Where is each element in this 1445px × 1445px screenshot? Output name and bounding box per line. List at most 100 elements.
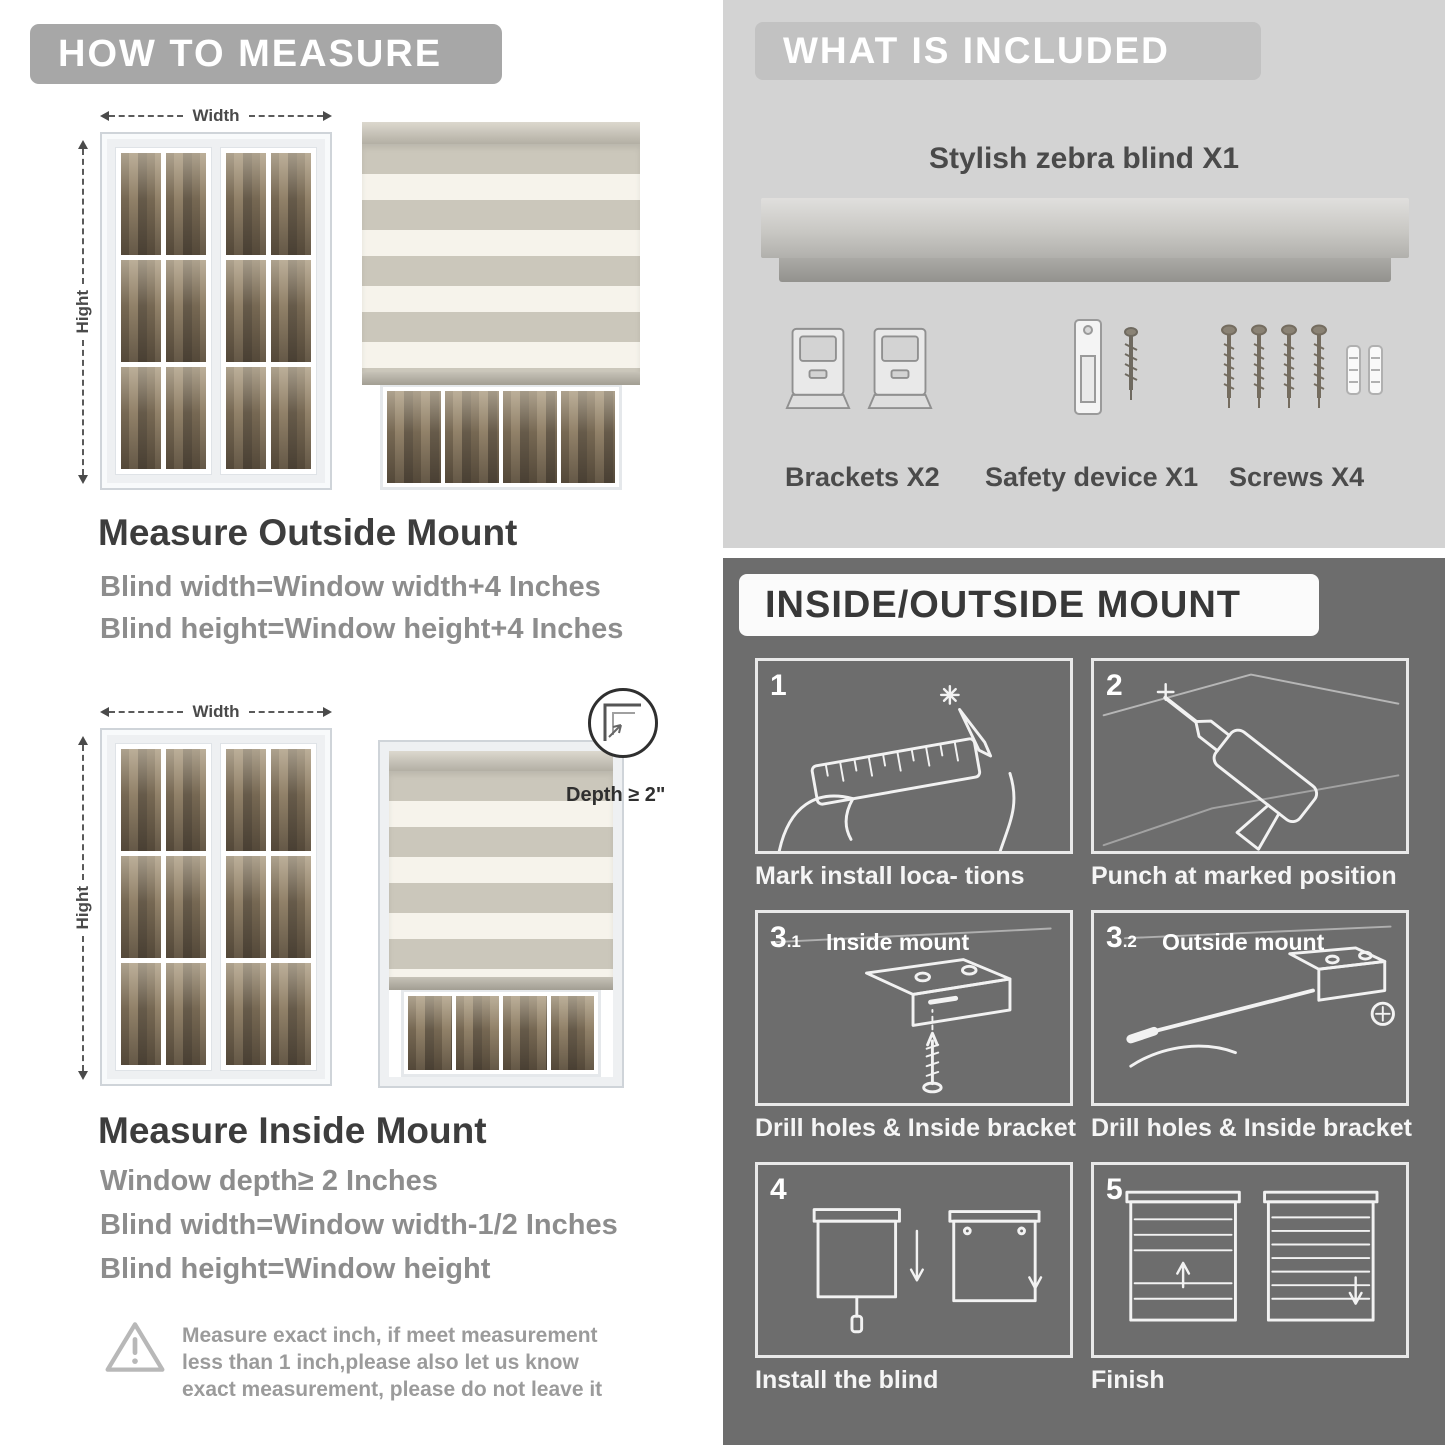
step-number: 5 <box>1106 1173 1123 1206</box>
arrow-left-icon <box>100 111 109 121</box>
window-pane <box>121 153 161 255</box>
arrow-down-icon <box>78 1071 88 1080</box>
window-pane <box>503 391 557 483</box>
window-sash <box>220 743 317 1071</box>
window-pane <box>121 963 161 1065</box>
inside-mount-line1: Window depth≥ 2 Inches <box>100 1165 438 1197</box>
window-pane <box>226 749 266 851</box>
step-caption-1: Mark install loca- tions <box>755 862 1025 890</box>
blind-cassette <box>362 122 640 144</box>
step-caption-3-1: Drill holes & Inside bracket <box>755 1114 1076 1142</box>
window-below-blind <box>401 989 601 1077</box>
arrow-right-icon <box>323 111 332 121</box>
window-pane <box>121 856 161 958</box>
drill-art <box>1102 673 1400 851</box>
window-below-blind <box>380 384 622 490</box>
window-illustration-inside <box>100 728 332 1086</box>
step-panel-1: 1 <box>755 658 1073 854</box>
outside-mount-line1: Blind width=Window width+4 Inches <box>100 571 601 603</box>
bracket-icon <box>785 327 851 410</box>
window-pane <box>166 367 206 469</box>
step-title: Inside mount <box>826 929 970 955</box>
window-pane <box>503 996 547 1070</box>
inside-mount-line2: Blind width=Window width-1/2 Inches <box>100 1209 618 1241</box>
window-pane <box>226 367 266 469</box>
window-illustration-outside <box>100 132 332 490</box>
width-label: Width <box>192 106 240 125</box>
width-arrow: Width <box>100 106 332 126</box>
step-caption-3-2: Drill holes & Inside bracket <box>1091 1114 1412 1142</box>
window-pane <box>226 153 266 255</box>
depth-label: Depth ≥ 2" <box>566 784 666 806</box>
step-title: Outside mount <box>1162 929 1325 955</box>
window-pane <box>166 153 206 255</box>
window-pane <box>226 260 266 362</box>
step-caption-4: Install the blind <box>755 1366 939 1394</box>
how-to-measure-banner: HOW TO MEASURE <box>30 24 502 84</box>
step-panel-3-2: 3.2 Outside mount <box>1091 910 1409 1106</box>
finish-art <box>1125 1190 1379 1322</box>
step-number: 3.2 <box>1106 921 1137 954</box>
window-pane <box>561 391 615 483</box>
window-pane <box>271 856 311 958</box>
inside-mount-heading: Measure Inside Mount <box>98 1110 487 1151</box>
screws-illustration <box>1221 324 1383 408</box>
window-pane <box>271 260 311 362</box>
measure-note: Measure exact inch, if meet measurement … <box>182 1324 603 1401</box>
how-to-measure-title: HOW TO MEASURE <box>58 32 443 75</box>
inside-mount-line3: Blind height=Window height <box>100 1253 491 1285</box>
what-is-included-title: WHAT IS INCLUDED <box>783 30 1170 71</box>
window-pane <box>271 963 311 1065</box>
window-pane <box>166 963 206 1065</box>
blind-cassette <box>389 751 613 771</box>
install-blind-art <box>812 1208 1043 1334</box>
brackets-illustration <box>785 320 933 416</box>
mount-banner: INSIDE/OUTSIDE MOUNT <box>739 574 1319 636</box>
window-pane <box>445 391 499 483</box>
window-pane <box>387 391 441 483</box>
height-arrow: Hight <box>72 736 94 1080</box>
window-pane <box>166 856 206 958</box>
arrow-right-icon <box>323 707 332 717</box>
window-pane <box>271 153 311 255</box>
blind-inner <box>389 751 613 1077</box>
step-number: 1 <box>770 669 787 702</box>
step-caption-2: Punch at marked position <box>1091 862 1397 890</box>
window-pane <box>226 963 266 1065</box>
what-is-included-section: WHAT IS INCLUDED Stylish zebra blind X1 <box>723 0 1445 548</box>
window-pane <box>550 996 594 1070</box>
depth-callout-circle <box>588 688 658 758</box>
mount-title: INSIDE/OUTSIDE MOUNT <box>765 583 1242 626</box>
step-panel-3-1: 3.1 Inside mount <box>755 910 1073 1106</box>
height-label: Hight <box>73 886 92 930</box>
window-pane <box>121 260 161 362</box>
step-panel-2: 2 <box>1091 658 1409 854</box>
blind-fabric <box>362 144 640 372</box>
window-pane <box>121 367 161 469</box>
blind-bottom-rail <box>362 372 640 385</box>
window-pane <box>166 749 206 851</box>
safety-device-illustration <box>1074 319 1138 415</box>
outside-bracket-art <box>1123 925 1395 1068</box>
window-pane <box>121 749 161 851</box>
outside-mount-heading: Measure Outside Mount <box>98 512 518 553</box>
what-is-included-banner: WHAT IS INCLUDED <box>755 22 1261 80</box>
height-arrow: Hight <box>72 140 94 484</box>
blind-headrail-illustration <box>761 198 1409 258</box>
step-panel-4: 4 <box>755 1162 1073 1358</box>
window-pane <box>271 749 311 851</box>
step-number: 3.1 <box>770 921 801 954</box>
arrow-left-icon <box>100 707 109 717</box>
outside-mount-line2: Blind height=Window height+4 Inches <box>100 613 624 645</box>
bracket-icon <box>867 327 933 410</box>
height-label: Hight <box>73 290 92 334</box>
window-corner-icon <box>603 703 641 741</box>
step-caption-5: Finish <box>1091 1366 1165 1394</box>
screws-label: Screws X4 <box>1229 462 1365 492</box>
inside-bracket-art <box>774 927 1052 1094</box>
window-pane <box>271 367 311 469</box>
window-pane <box>408 996 452 1070</box>
arrow-down-icon <box>78 475 88 484</box>
window-pane <box>226 856 266 958</box>
width-label: Width <box>192 702 240 721</box>
